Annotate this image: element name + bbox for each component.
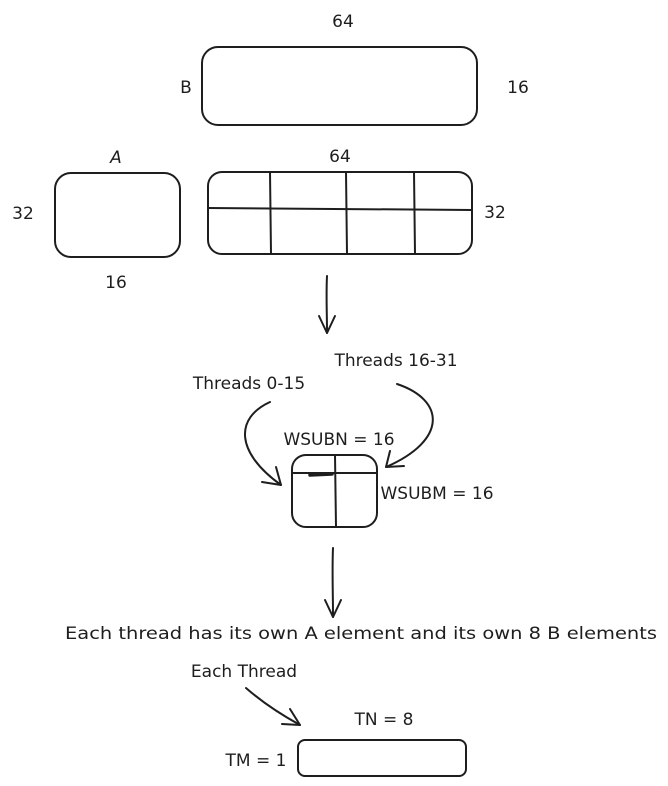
threads-right-label: Threads 16-31	[333, 351, 457, 371]
matrix-b-name-label: B	[180, 78, 192, 98]
caption-text: Each thread has its own A element and it…	[65, 624, 657, 644]
matrix-c-grid	[207, 171, 473, 255]
tm-label: TM = 1	[225, 751, 287, 771]
matrix-a-box	[54, 172, 181, 258]
matrix-c-row-divider	[207, 207, 473, 211]
down-arrow-2	[324, 547, 342, 618]
warp-subtile-box	[291, 454, 378, 528]
each-thread-label: Each Thread	[191, 662, 297, 682]
threads-left-arrow	[244, 401, 282, 486]
matrix-a-width-label: 16	[105, 273, 127, 293]
matrix-c-height-label: 32	[484, 203, 506, 223]
matrix-c-col-divider-3	[413, 171, 416, 255]
warp-subtile-col-divider	[334, 454, 337, 528]
matrix-b-height-label: 16	[507, 78, 529, 98]
down-arrow-1	[318, 275, 336, 334]
thread-tile-box	[297, 739, 467, 777]
wsubn-label: WSUBN = 16	[283, 430, 394, 450]
matrix-b-box	[201, 46, 478, 126]
matrix-c-width-label: 64	[329, 147, 351, 167]
matrix-a-name-label: A	[109, 148, 122, 168]
wsubm-label: WSUBM = 16	[380, 484, 493, 504]
tn-label: TN = 8	[354, 710, 414, 730]
thread-element-highlight	[308, 472, 334, 477]
matrix-c-col-divider-1	[269, 171, 272, 255]
matrix-c-col-divider-2	[345, 171, 348, 255]
threads-right-arrow	[385, 383, 434, 468]
each-thread-arrow	[245, 687, 301, 726]
matrix-b-width-label: 64	[332, 12, 354, 32]
threads-left-label: Threads 0-15	[192, 374, 305, 394]
matrix-a-height-label: 32	[12, 204, 34, 224]
matrix-c-box	[207, 171, 473, 255]
